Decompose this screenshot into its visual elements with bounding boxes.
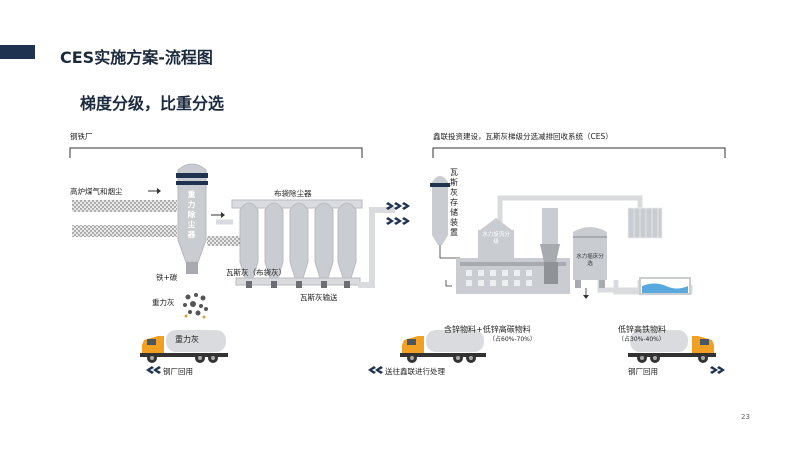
storage-outlet-pipe <box>439 245 460 259</box>
iron-product-label: 低锌高铁物料 <box>618 325 666 334</box>
shaking-table-label: 水力摇床分选 <box>576 254 604 267</box>
gravity-dust-collector <box>176 163 208 274</box>
gravity-ash-truck-label: 重力灰 <box>175 335 199 344</box>
gas-duct-top <box>72 200 177 212</box>
right-section-label: 鑫联投资建设，瓦斯灰梯级分选减排回收系统（CES） <box>433 132 613 141</box>
left-section-bracket <box>69 147 363 158</box>
zinc-product-label: 含锌物料+低锌高碳物料 <box>444 325 531 334</box>
chevron-arrows-top <box>386 202 410 210</box>
iron-material-truck <box>628 330 716 363</box>
page-subtitle: 梯度分级，比重分选 <box>80 94 225 113</box>
title-accent-bar <box>0 45 35 59</box>
gas-ash-pipe <box>358 207 395 288</box>
chevron-left-arrows-left <box>146 366 161 374</box>
gravity-collector-label: 重力除尘器 <box>187 190 196 239</box>
gas-duct-bottom <box>72 225 177 237</box>
iron-product-percent: （占30%-40%） <box>618 336 665 343</box>
gas-input-label: 高炉煤气和烟尘 <box>70 187 123 196</box>
left-section-label: 钢铁厂 <box>70 132 93 141</box>
storage-silo-label: 瓦斯灰存储装置 <box>450 168 458 237</box>
hydro-cyclone-label: 水力旋流分级 <box>482 232 510 245</box>
gas-duct-right <box>207 236 242 246</box>
gas-ash-transport-label: 瓦斯灰输送 <box>300 293 338 302</box>
gravity-ash-truck <box>140 330 228 363</box>
chevron-arrows-bottom <box>386 217 410 225</box>
shaking-table-tank <box>573 227 607 288</box>
zinc-product-percent: （占60%-70%） <box>489 336 536 343</box>
page-title: CES实施方案-流程图 <box>60 48 213 67</box>
zinc-material-truck <box>400 330 486 363</box>
iron-carbon-label: 铁+碳 <box>156 273 178 282</box>
gravity-ash-particles <box>183 293 208 319</box>
settling-water-tank <box>639 277 691 295</box>
classifier-tower <box>540 208 560 284</box>
right-section-bracket <box>432 147 726 158</box>
page-number: 23 <box>741 413 750 421</box>
gas-ash-bag-label: 瓦斯灰（布袋灰） <box>226 268 286 277</box>
chevron-right-arrows-right <box>710 366 725 374</box>
bag-filter-valves <box>246 281 350 288</box>
bag-filter-label: 布袋除尘器 <box>274 189 312 198</box>
gas-ash-storage-silo <box>430 176 450 245</box>
send-to-xinlian-label: 送往鑫联进行处理 <box>385 367 445 376</box>
right-return-label: 钢厂回用 <box>628 367 658 376</box>
gravity-ash-label: 重力灰 <box>152 298 175 307</box>
filter-press <box>627 207 663 239</box>
left-return-label: 钢厂回用 <box>163 367 193 376</box>
chevron-left-arrows-mid <box>368 366 383 374</box>
